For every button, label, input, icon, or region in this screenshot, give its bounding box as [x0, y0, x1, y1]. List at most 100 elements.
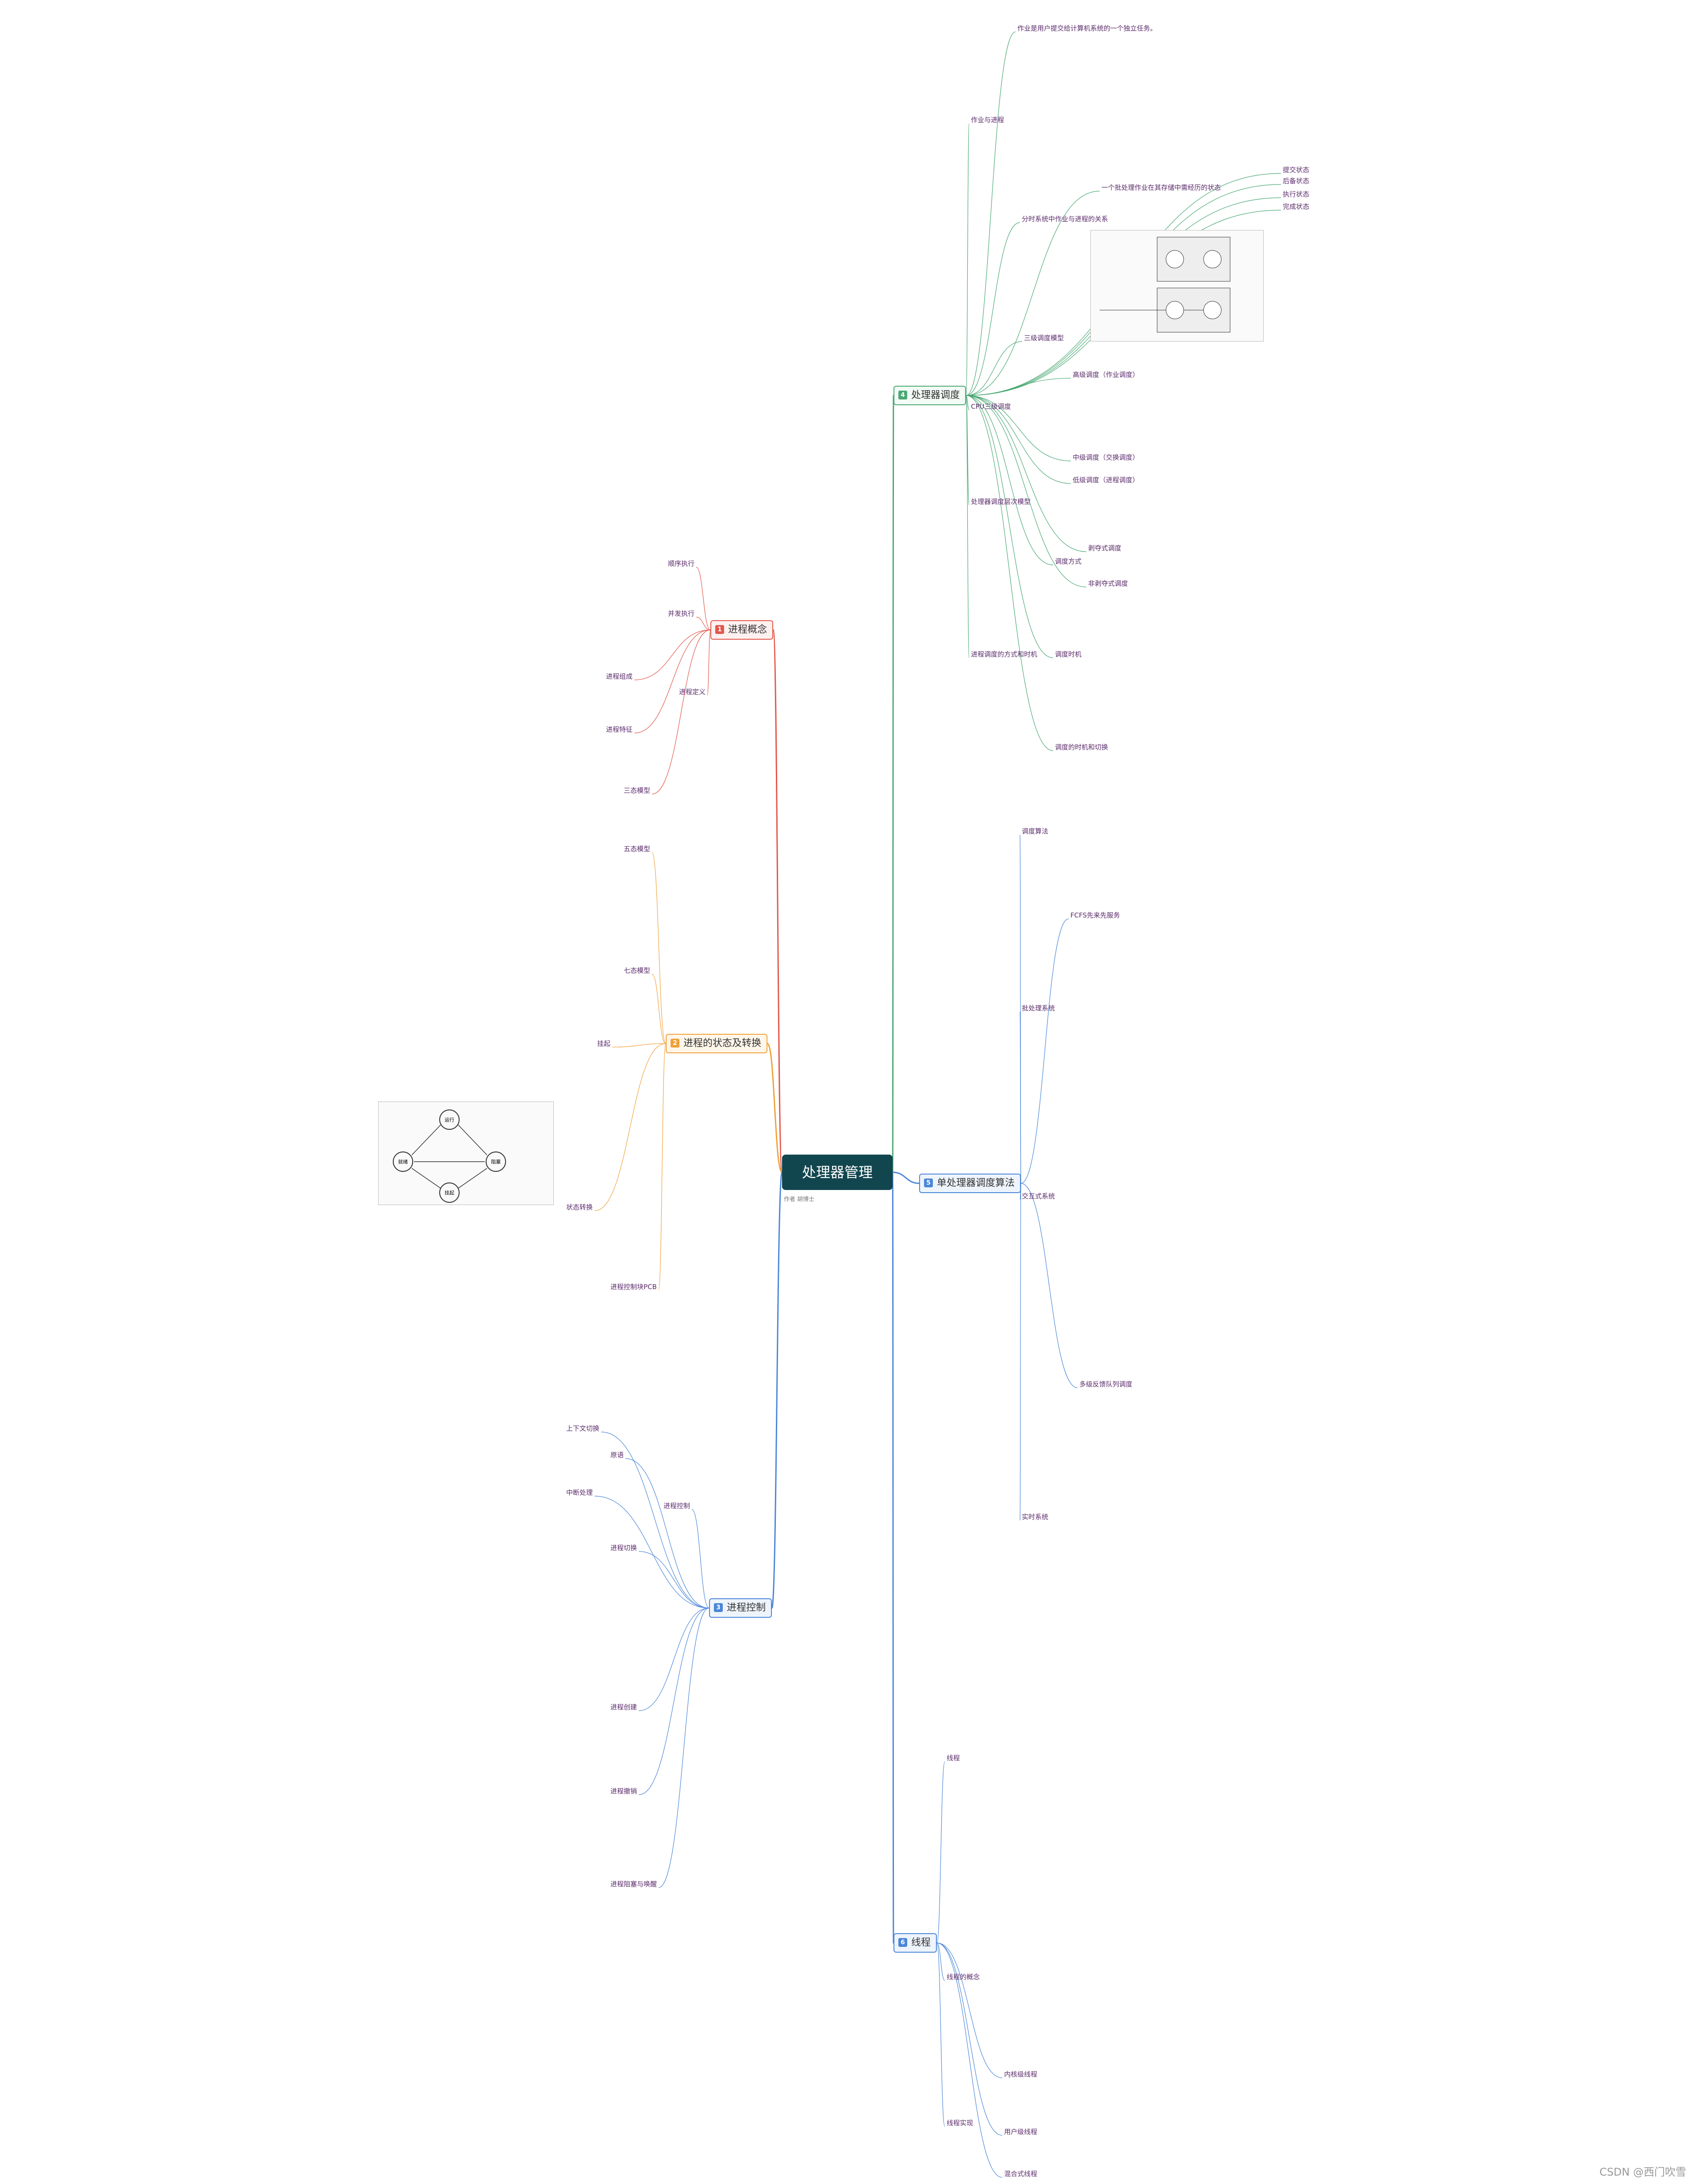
connector [966, 395, 1054, 658]
node-job-definition: 作业是用户提交给计算机系统的一个独立任务。 [1017, 24, 1157, 32]
node-low-level-scheduling[interactable]: 低级调度（进程调度） [1073, 476, 1139, 484]
node-suspend[interactable]: 挂起 [597, 1040, 611, 1048]
connector [658, 1043, 666, 1291]
node-dispatch-timing[interactable]: 调度时机 [1055, 650, 1082, 658]
connector [937, 1942, 1003, 2178]
connector [594, 1043, 666, 1211]
connector [892, 1171, 920, 1184]
node-user-thread[interactable]: 用户级线程 [1004, 2128, 1038, 2136]
connector [696, 567, 711, 630]
node-state-backup: 后备状态 [1283, 177, 1310, 185]
three-level-scheduling-figure [1090, 230, 1264, 342]
node-realtime-system[interactable]: 实时系统 [1022, 1513, 1049, 1521]
node-job-and-process[interactable]: 作业与进程 [971, 116, 1005, 124]
node-kernel-thread[interactable]: 内核级线程 [1004, 2070, 1038, 2078]
node-scheduling-algorithms[interactable]: 调度算法 [1022, 827, 1049, 835]
connector [634, 629, 711, 733]
node-mlfq[interactable]: 多级反馈队列调度 [1079, 1380, 1133, 1388]
node-context-switch[interactable]: 上下文切换 [566, 1424, 600, 1432]
connector [966, 395, 1071, 461]
node-thread-main[interactable]: 线程 [947, 1754, 960, 1762]
node-dispatch-switch[interactable]: 调度的时机和切换 [1055, 743, 1108, 751]
node-thread-impl[interactable]: 线程实现 [947, 2119, 974, 2127]
connector [892, 1172, 894, 1943]
connector [937, 1942, 1003, 2136]
connector [966, 395, 1071, 484]
branch-label: 进程控制 [727, 1602, 766, 1613]
connector [696, 617, 711, 630]
node-fcfs[interactable]: FCFS先来先服务 [1070, 911, 1120, 919]
node-three-state-model[interactable]: 五态模型 [624, 845, 651, 853]
node-batch-job-states[interactable]: 一个批处理作业在其存储中需经历的状态 [1101, 184, 1221, 192]
state-diagram-svg: 运行 就绪 阻塞 挂起 [393, 1109, 506, 1203]
node-process-features[interactable]: 进程特征 [606, 725, 633, 733]
branch-number: 2 [671, 1039, 679, 1048]
node-concurrent-exec[interactable]: 并发执行 [668, 610, 695, 618]
node-two-state-model[interactable]: 三态模型 [624, 787, 651, 795]
node-state-submit: 提交状态 [1283, 166, 1310, 174]
node-dispatch-mode[interactable]: 调度方式 [1055, 557, 1082, 565]
connector [652, 629, 711, 795]
node-state-exec: 执行状态 [1283, 190, 1310, 198]
node-process-control[interactable]: 进程控制 [663, 1502, 690, 1510]
connector [966, 395, 1087, 587]
connector [612, 1043, 666, 1048]
connector [966, 395, 1054, 751]
node-cpu-three-level[interactable]: CPU三级调度 [971, 403, 1011, 411]
connector [652, 852, 666, 1044]
fig-state-running: 运行 [445, 1117, 454, 1123]
node-process-composition[interactable]: 进程组成 [606, 672, 633, 680]
node-scheduling-model[interactable]: 处理器调度层次模型 [971, 498, 1031, 506]
node-mid-level-scheduling[interactable]: 中级调度（交换调度） [1073, 453, 1139, 461]
node-thread-concept[interactable]: 线程的概念 [947, 1973, 980, 1981]
connector [892, 395, 894, 1173]
node-timesharing-relation[interactable]: 分时系统中作业与进程的关系 [1022, 215, 1108, 223]
node-pcb[interactable]: 进程控制块PCB [610, 1283, 657, 1291]
connector [601, 1432, 709, 1608]
branch-process-state[interactable]: 2 进程的状态及转换 [666, 1034, 768, 1053]
node-high-level-scheduling[interactable]: 高级调度（作业调度） [1073, 371, 1139, 379]
node-interactive-system[interactable]: 交互式系统 [1022, 1192, 1055, 1200]
connector [767, 1043, 783, 1173]
author-label: 作者 [784, 1196, 796, 1203]
connector [634, 629, 711, 680]
node-process-create[interactable]: 进程创建 [610, 1703, 637, 1711]
node-three-level-model[interactable]: 三级调度模型 [1024, 334, 1064, 342]
node-five-state-model[interactable]: 七态模型 [624, 967, 651, 975]
connector [639, 1551, 709, 1608]
connector [658, 1608, 709, 1888]
node-process-create-primitive[interactable]: 原语 [610, 1451, 624, 1459]
author-name: 胡博士 [797, 1196, 815, 1203]
connector [691, 1509, 709, 1608]
connector [1020, 918, 1069, 1184]
node-sequential-exec[interactable]: 顺序执行 [668, 560, 695, 568]
connector [966, 395, 1087, 552]
node-process-definition[interactable]: 进程定义 [679, 688, 706, 696]
node-process-destroy[interactable]: 进程撤销 [610, 1787, 637, 1795]
branch-number: 5 [924, 1178, 933, 1187]
fig-state-ready: 就绪 [398, 1159, 408, 1165]
node-state-transition[interactable]: 状态转换 [566, 1203, 593, 1211]
root-node[interactable]: 处理器管理 [782, 1155, 893, 1190]
connector [966, 341, 1023, 396]
branch-number: 1 [715, 625, 724, 634]
node-batch-system[interactable]: 批处理系统 [1022, 1004, 1055, 1012]
connector [625, 1458, 709, 1608]
node-process-switch[interactable]: 进程切换 [610, 1544, 637, 1552]
branch-label: 进程的状态及转换 [683, 1038, 762, 1049]
node-scheduling-mode[interactable]: 进程调度的方式和时机 [971, 650, 1038, 658]
connector [966, 222, 1020, 396]
node-hybrid-thread[interactable]: 混合式线程 [1004, 2170, 1038, 2178]
connector [707, 629, 711, 696]
node-process-block-wakeup[interactable]: 进程阻塞与唤醒 [610, 1880, 657, 1888]
node-non-preemptive: 非剥夺式调度 [1088, 580, 1128, 587]
node-interrupt-handling[interactable]: 中断处理 [566, 1489, 593, 1497]
connector [771, 1171, 783, 1609]
